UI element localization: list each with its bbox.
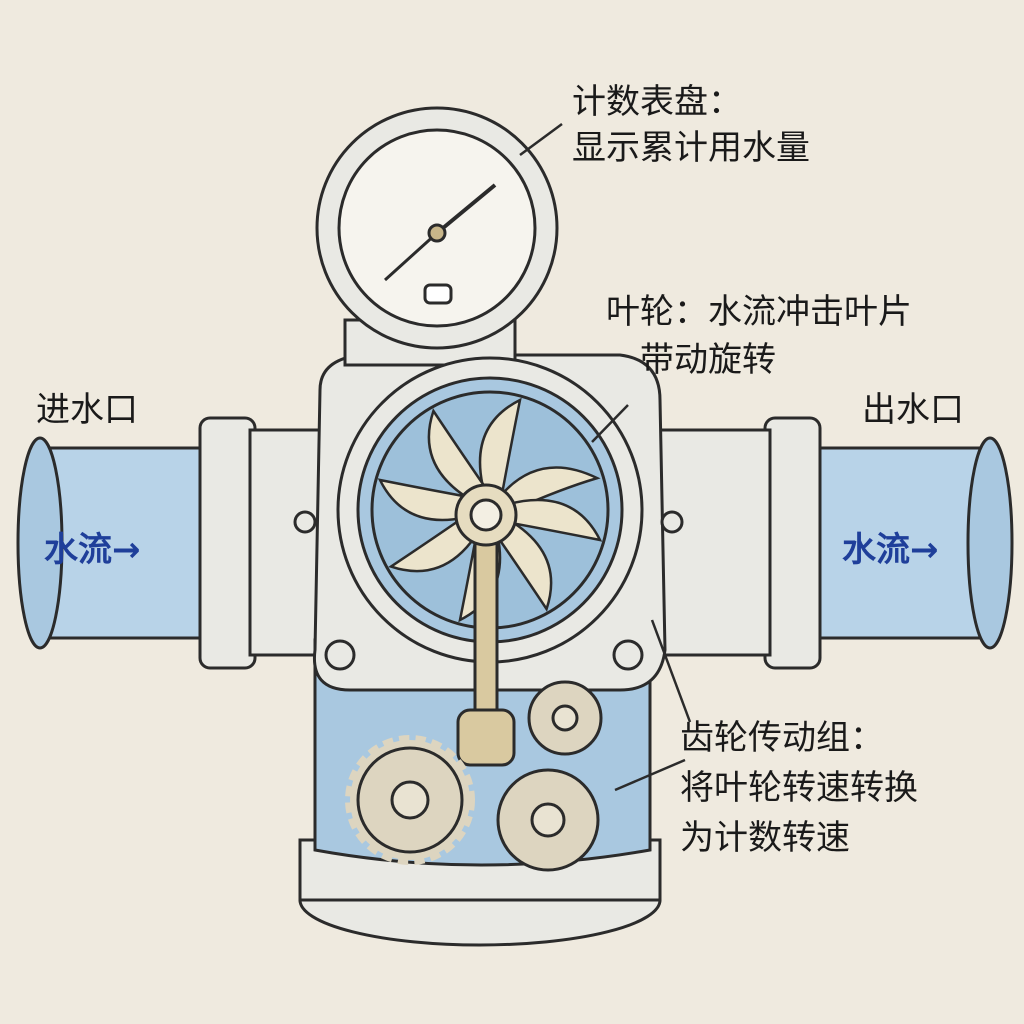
dial-gauge	[315, 106, 559, 350]
outlet-label: 出水口	[862, 390, 964, 430]
impeller-label-title: 叶轮：水流冲击叶片	[606, 292, 912, 332]
outlet-pipe	[658, 416, 1014, 670]
gear-label-title: 齿轮传动组：	[680, 718, 884, 758]
inlet-label: 进水口	[36, 390, 138, 430]
gear-label-desc-2: 为计数转速	[680, 818, 850, 858]
gear-label-desc-1: 将叶轮转速转换	[680, 768, 918, 808]
flow-text: 水流	[44, 530, 112, 570]
arrow-right-icon: →	[910, 530, 939, 570]
inlet-flow-label: 水流→	[44, 522, 141, 571]
impeller-label-desc: 带动旋转	[640, 340, 776, 380]
flow-text: 水流	[842, 530, 910, 570]
dial-label-desc: 显示累计用水量	[572, 128, 810, 168]
dial-label-title: 计数表盘：	[572, 82, 742, 122]
impeller	[336, 356, 644, 767]
arrow-right-icon: →	[112, 530, 141, 570]
outlet-flow-label: 水流→	[842, 522, 939, 571]
gears	[345, 680, 603, 872]
